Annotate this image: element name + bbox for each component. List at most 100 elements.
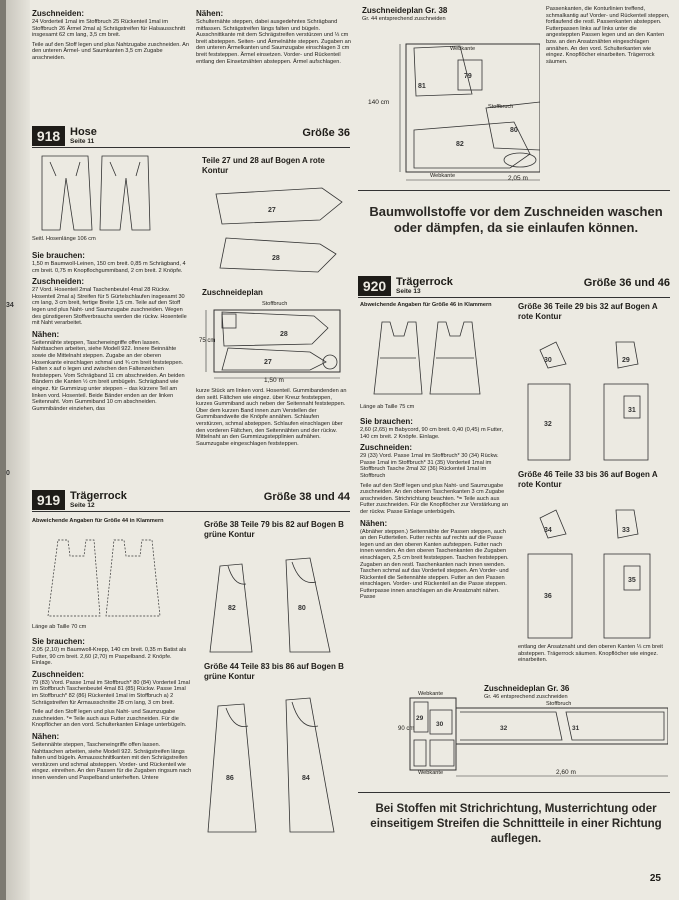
p918-kontur-label: Teile 27 und 28 auf Bogen A rote Kontur bbox=[202, 156, 325, 175]
pattern-number: 919 bbox=[32, 490, 65, 510]
pattern-size: Größe 36 und 46 bbox=[583, 277, 670, 289]
plan38-height: 140 cm bbox=[368, 99, 390, 106]
p918-layout-plan: 28 27 Stoffbruch 1,50 m 75 cm bbox=[199, 300, 352, 385]
svg-text:32: 32 bbox=[500, 725, 508, 732]
text-block: entlang der Ansatznaht und den oberen Ka… bbox=[518, 644, 663, 664]
pattern-page: Seite 13 bbox=[396, 288, 421, 295]
svg-text:30: 30 bbox=[544, 357, 552, 364]
plan38-subtitle: Gr. 44 entsprechend zuschneiden bbox=[362, 16, 446, 22]
p918-left-text: Sie brauchen: 1,50 m Baumwoll-Leinen, 15… bbox=[32, 248, 192, 415]
svg-text:80: 80 bbox=[298, 605, 306, 612]
plan38-title: Zuschneideplan Gr. 38 bbox=[362, 6, 448, 15]
col3-top-right-text: Passenkanten, die Konturlinien treffend,… bbox=[546, 6, 670, 68]
p920-size46-label: Größe 46 Teile 33 bis 36 auf Bogen A rot… bbox=[518, 470, 658, 489]
p919-size38-label: Größe 38 Teile 79 bis 82 auf Bogen B grü… bbox=[204, 520, 344, 539]
dress-illustration-920 bbox=[366, 318, 486, 398]
text-block: 24 Vorderteil 1mal im Stoffbruch 25 Rück… bbox=[32, 19, 186, 39]
svg-text:31: 31 bbox=[572, 725, 580, 732]
pattern-header-918: 918 Hose Seite 11 Größe 36 bbox=[32, 126, 350, 148]
p918-right-text: kurze Stück am linken vord. Hosenteil. G… bbox=[196, 388, 348, 450]
text-block: Teile auf den Stoff legen und plus Naht-… bbox=[32, 709, 187, 729]
webkante-plan36-top: Webkante bbox=[418, 691, 444, 697]
text-block: Seitennähte steppen, Tascheneingriffe of… bbox=[32, 339, 185, 412]
divider bbox=[358, 792, 670, 793]
svg-text:27: 27 bbox=[264, 359, 272, 366]
p919-left-text: Sie brauchen: 2,05 (2,10) m Baumwoll-Kre… bbox=[32, 637, 192, 781]
p919-size38-pieces: 82 80 bbox=[206, 556, 351, 656]
plan36-title: Zuschneideplan Gr. 36 bbox=[484, 684, 570, 693]
col1-top-text: Zuschneiden: 24 Vorderteil 1mal im Stoff… bbox=[32, 6, 192, 65]
pattern-header-919: 919 Trägerrock Seite 12 Größe 38 und 44 bbox=[32, 490, 350, 512]
svg-text:28: 28 bbox=[272, 255, 280, 262]
plan-width: 1,50 m bbox=[264, 377, 284, 384]
svg-text:84: 84 bbox=[302, 775, 310, 782]
length-note-919: Länge ab Taille 70 cm bbox=[32, 624, 87, 630]
svg-text:81: 81 bbox=[418, 83, 426, 90]
length-note-920: Länge ab Taille 75 cm bbox=[360, 404, 415, 410]
p920-left-text: Sie brauchen: 2,60 (2,65) m Babycord, 90… bbox=[360, 417, 509, 601]
text-block: Passenkanten, die Konturlinien treffend,… bbox=[546, 6, 670, 65]
pattern-header-920: 920 Trägerrock Seite 13 Größe 36 und 46 bbox=[358, 276, 670, 298]
pattern-size: Größe 36 bbox=[302, 127, 350, 139]
svg-text:36: 36 bbox=[544, 593, 552, 600]
webkante-plan36-bottom: Webkante bbox=[418, 770, 444, 776]
callout-stroke-direction: Bei Stoffen mit Strichrichtung, Musterri… bbox=[370, 803, 662, 845]
svg-text:29: 29 bbox=[416, 715, 424, 722]
svg-text:28: 28 bbox=[280, 331, 288, 338]
text-block: 79 (83) Vord. Passe 1mal im Stoffbruch* … bbox=[32, 679, 190, 706]
length-note: Seitl. Hosenlänge 106 cm bbox=[32, 236, 96, 242]
text-block: 2,60 (2,65) m Babycord, 90 cm breit. 0,4… bbox=[360, 427, 504, 440]
deviation-note-920: Abweichende Angaben für Größe 46 in Klam… bbox=[360, 302, 492, 308]
svg-text:34: 34 bbox=[544, 527, 552, 534]
pattern-page: Seite 12 bbox=[70, 502, 95, 509]
p920-size36-label: Größe 36 Teile 29 bis 32 auf Bogen A rot… bbox=[518, 302, 658, 321]
page-spine bbox=[6, 0, 30, 900]
plan38-width: 2,05 m bbox=[508, 175, 528, 182]
p920-right-note: entlang der Ansatznaht und den oberen Ka… bbox=[518, 644, 668, 667]
deviation-note: Abweichende Angaben für Größe 44 in Klam… bbox=[32, 518, 164, 524]
text-block: 29 (33) Vord. Passe 1mal im Stoffbruch* … bbox=[360, 453, 499, 479]
p920-size36-pieces: 32 31 30 29 bbox=[518, 334, 668, 464]
plan36-width: 2,60 m bbox=[556, 769, 576, 776]
svg-text:79: 79 bbox=[464, 73, 472, 80]
callout-wash-fabric: Baumwollstoffe vor dem Zuschneiden wasch… bbox=[369, 204, 663, 235]
plan38-diagram: 79 81 82 80 Webkante Webkante 2,05 m 140… bbox=[360, 30, 540, 190]
text-block: Teile auf den Stoff legen und plus Naht-… bbox=[360, 482, 509, 515]
plan36-diagram: 29 30 32 31 Webkante Webkante Stoffbruch… bbox=[396, 690, 668, 780]
svg-text:33: 33 bbox=[622, 527, 630, 534]
text-block: Teile auf den Stoff legen und plus Nahtz… bbox=[32, 41, 189, 61]
stoffbruch-label: Stoffbruch bbox=[488, 104, 514, 110]
svg-text:31: 31 bbox=[628, 407, 636, 414]
text-block: 27 Vord. Hosenteil 2mal Taschenbeutel 4m… bbox=[32, 287, 187, 327]
text-block: Schulternähte steppen, dabei ausgedehnte… bbox=[196, 19, 351, 65]
pattern-name: Hose bbox=[70, 126, 97, 138]
pattern-number: 918 bbox=[32, 126, 65, 146]
svg-text:27: 27 bbox=[268, 207, 276, 214]
fold-label: Stoffbruch bbox=[262, 301, 288, 307]
svg-text:30: 30 bbox=[436, 721, 444, 728]
p918-zuschneideplan-title: Zuschneideplan bbox=[202, 288, 263, 297]
pattern-number: 920 bbox=[358, 276, 391, 296]
divider bbox=[358, 190, 670, 191]
text-block: 2,05 (2,10) m Baumwoll-Krepp, 140 cm bre… bbox=[32, 647, 187, 667]
stoffbruch-plan36: Stoffbruch bbox=[546, 701, 572, 707]
margin-number: 0 bbox=[6, 470, 10, 477]
svg-text:29: 29 bbox=[622, 357, 630, 364]
p918-pattern-pieces: 27 28 bbox=[202, 180, 352, 280]
p919-size44-label: Größe 44 Teile 83 bis 86 auf Bogen B grü… bbox=[204, 662, 344, 681]
trousers-illustration bbox=[36, 152, 156, 232]
svg-text:82: 82 bbox=[456, 141, 464, 148]
plan-height: 75 cm bbox=[199, 338, 216, 344]
magazine-page: 34 0 Zuschneiden: 24 Vorderteil 1mal im … bbox=[6, 0, 679, 900]
plan36-subtitle: Gr. 46 entsprechend zuschneiden bbox=[484, 694, 568, 700]
p919-size44-pieces: 86 84 bbox=[206, 696, 351, 836]
text-block: kurze Stück am linken vord. Hosenteil. G… bbox=[196, 388, 347, 447]
pattern-size: Größe 38 und 44 bbox=[263, 491, 350, 503]
webkante-top: Webkante bbox=[450, 46, 476, 52]
pattern-name: Trägerrock bbox=[70, 490, 127, 502]
svg-text:80: 80 bbox=[510, 127, 518, 134]
text-block: Seitennähte steppen, Tascheneingriffe of… bbox=[32, 741, 192, 781]
text-block: 1,50 m Baumwoll-Leinen, 150 cm breit. 0,… bbox=[32, 261, 186, 274]
plan36-height: 90 cm bbox=[398, 726, 415, 732]
pattern-name: Trägerrock bbox=[396, 276, 453, 288]
